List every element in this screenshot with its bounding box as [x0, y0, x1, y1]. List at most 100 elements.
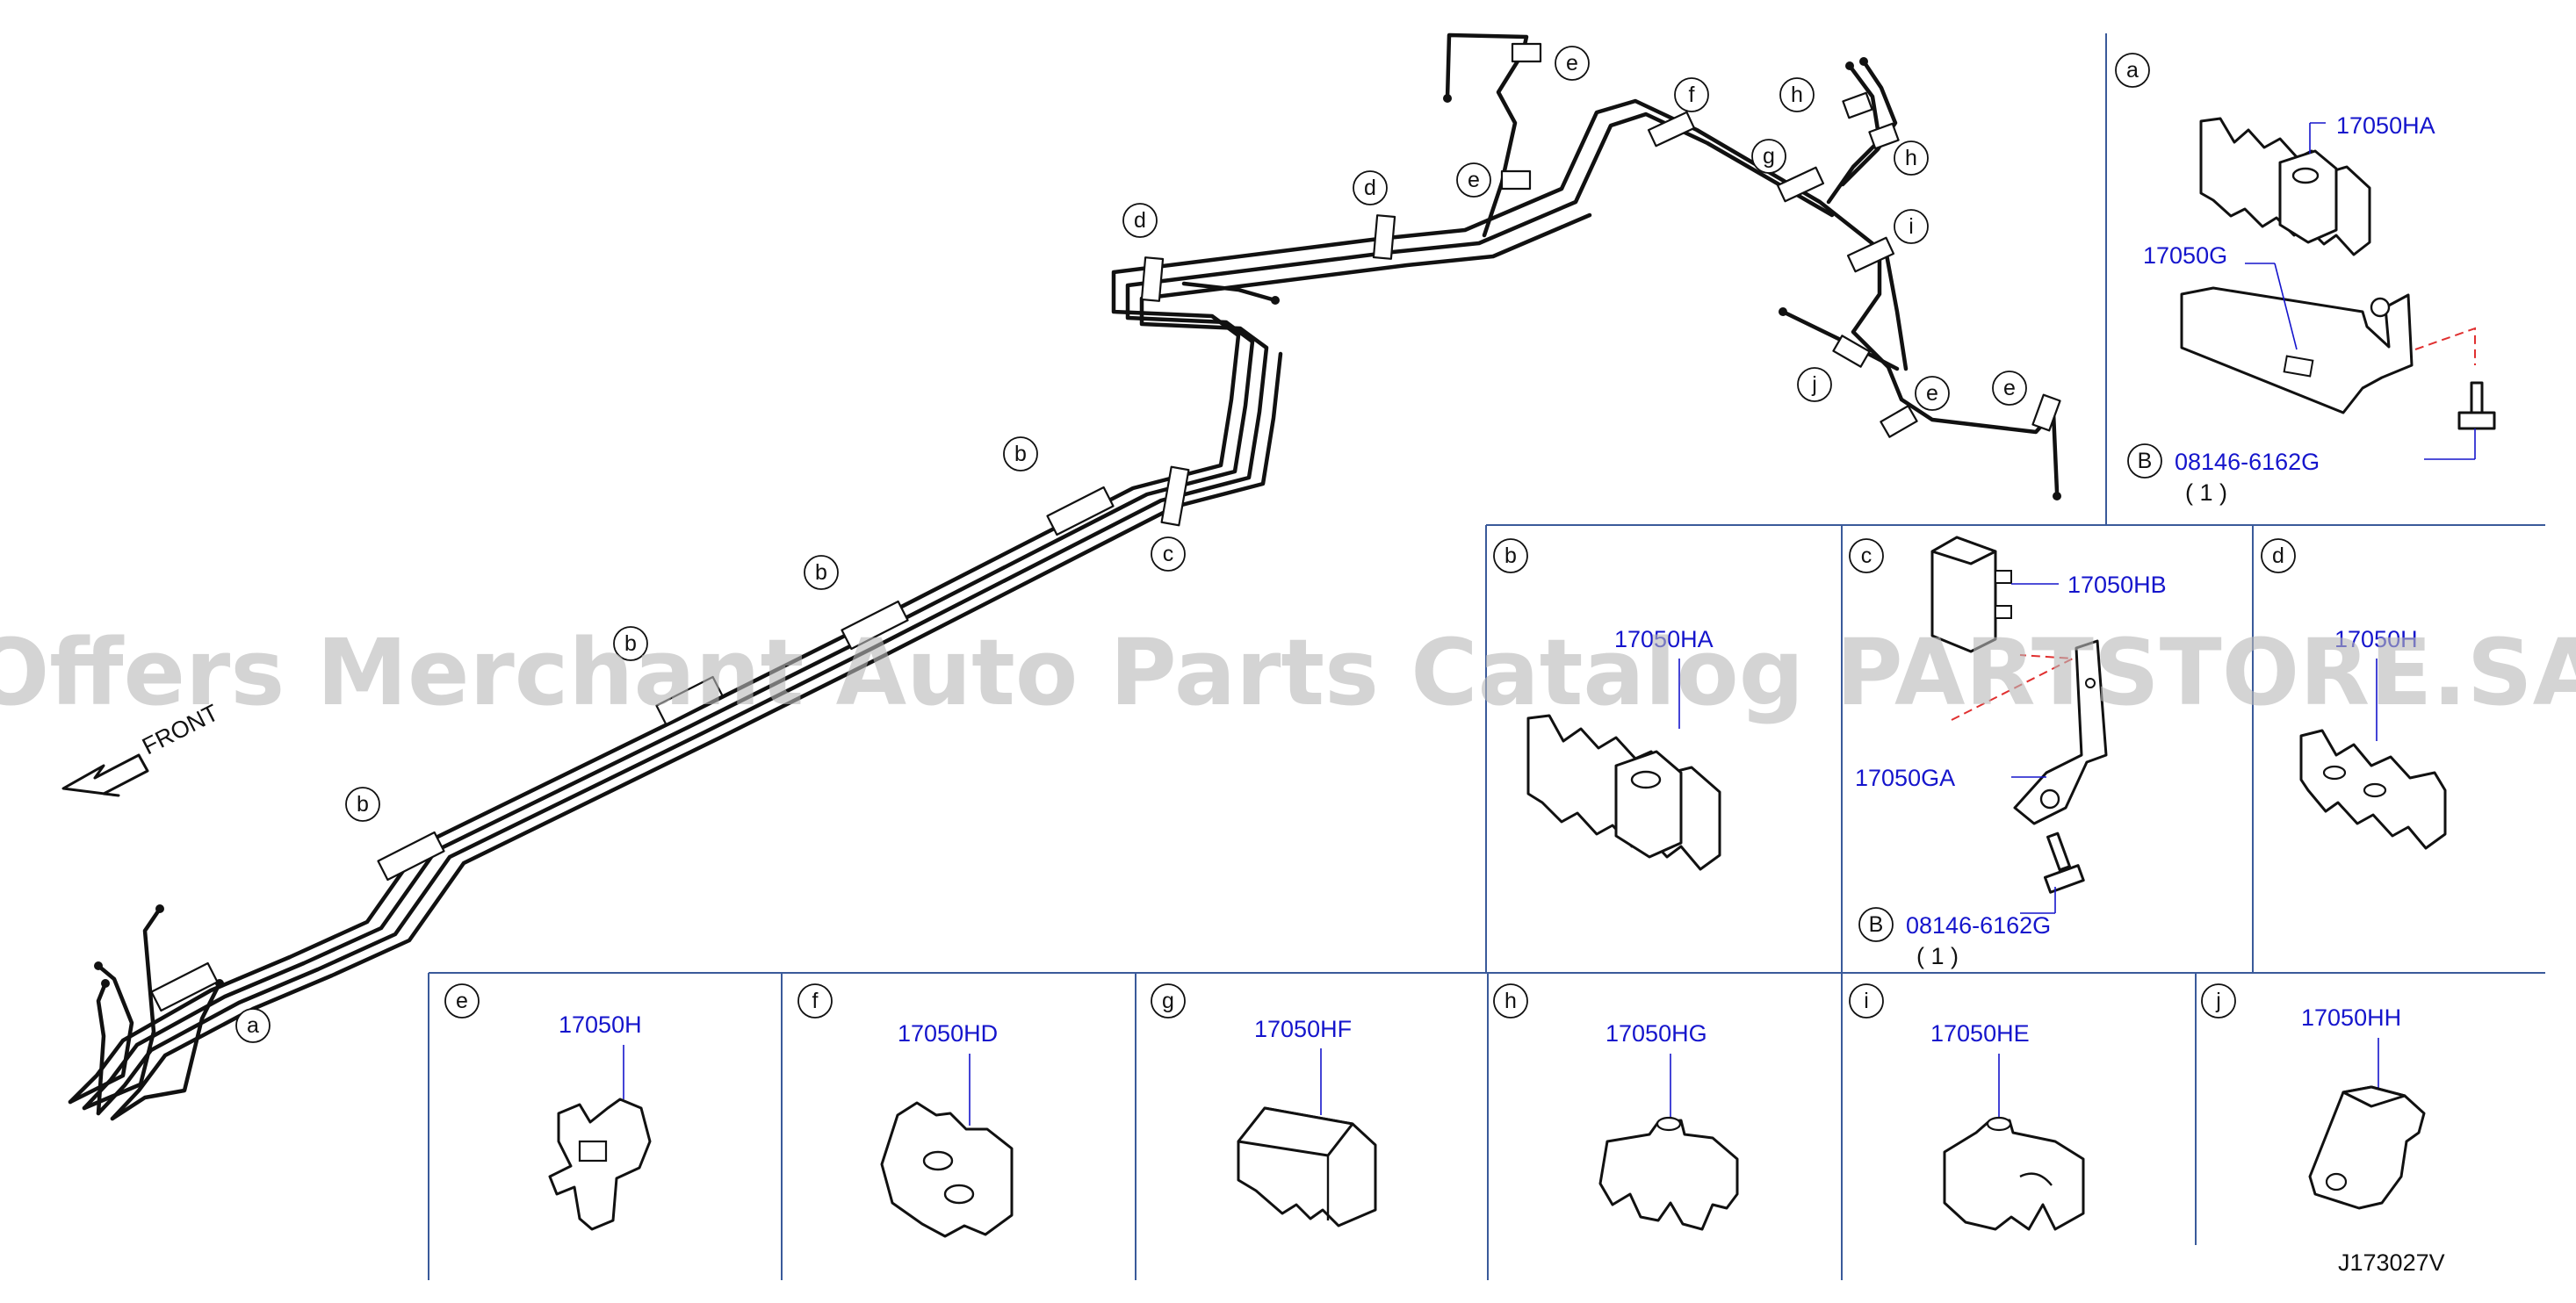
panel-j: j 17050HH [2201, 983, 2426, 1210]
panel-e-letter: e [444, 983, 480, 1019]
panel-f: f 17050HD [797, 983, 1014, 1238]
svg-text:b: b [357, 792, 369, 817]
bolt-marker-c: B [1858, 907, 1894, 942]
clip-17050ha-b-icon [1526, 714, 1721, 871]
svg-text:d: d [1134, 208, 1146, 233]
svg-text:( 1 ): ( 1 ) [1916, 943, 1959, 969]
callout-d-1: d [1122, 203, 1158, 238]
callout-i: i [1894, 209, 1929, 244]
svg-text:17050HF: 17050HF [1254, 1016, 1352, 1042]
svg-text:f: f [812, 989, 819, 1013]
svg-text:17050H: 17050H [559, 1011, 642, 1038]
clip-17050hd-icon [880, 1101, 1014, 1238]
clip-17050he-icon [1943, 1116, 2085, 1231]
panel-j-letter: j [2201, 983, 2236, 1019]
panel-h: h 17050HG [1493, 983, 1739, 1231]
svg-text:b: b [815, 560, 827, 585]
svg-text:B: B [1869, 912, 1884, 937]
watermark: Offers Merchant Auto Parts Catalog PARTS… [0, 619, 2576, 726]
panel-g: g 17050HF [1151, 983, 1377, 1227]
panel-i: i 17050HE [1849, 983, 2085, 1231]
brake-tube-assembly [68, 32, 2061, 1121]
svg-text:b: b [1504, 544, 1517, 568]
callout-c: c [1151, 536, 1186, 572]
svg-text:i: i [1909, 214, 1914, 239]
svg-text:j: j [2215, 989, 2221, 1013]
svg-text:17050G: 17050G [2143, 242, 2227, 269]
svg-text:17050HD: 17050HD [898, 1020, 998, 1047]
callout-b-3: b [804, 555, 839, 590]
callout-g: g [1751, 139, 1786, 174]
panel-g-letter: g [1151, 983, 1186, 1019]
panel-d-letter: d [2261, 538, 2296, 573]
svg-text:17050HA: 17050HA [1614, 626, 1714, 652]
panel-f-letter: f [797, 983, 833, 1019]
svg-text:17050HE: 17050HE [1930, 1020, 2030, 1047]
callout-e-3: e [1915, 376, 1950, 411]
bracket-17050g-icon [2180, 286, 2414, 414]
clip-17050hb-icon [1930, 536, 2012, 653]
panel-e: e 17050H [444, 983, 652, 1231]
callout-b-4: b [1003, 436, 1038, 472]
panel-d: d 17050H [2261, 538, 2447, 850]
callout-e-4: e [1992, 371, 2027, 406]
svg-text:17050HG: 17050HG [1605, 1020, 1707, 1047]
svg-text:17050GA: 17050GA [1855, 765, 1955, 791]
callout-e-1: e [1555, 46, 1590, 81]
svg-text:f: f [1689, 83, 1695, 107]
svg-text:c: c [1163, 542, 1174, 566]
svg-text:h: h [1504, 989, 1517, 1013]
callout-b-2: b [613, 626, 648, 661]
panel-a: a 17050HA 17050G B 08146-6162G ( 1 ) [2115, 53, 2496, 506]
svg-text:a: a [2126, 58, 2139, 83]
panel-i-letter: i [1849, 983, 1884, 1019]
svg-text:d: d [1364, 176, 1376, 200]
clip-17050h-e-icon [548, 1098, 652, 1231]
clip-17050ha-icon [2199, 117, 2371, 256]
panel-c: c 17050HB 17050GA B 08146-6162G ( 1 ) [1849, 536, 2167, 969]
svg-text:h: h [1905, 146, 1917, 170]
svg-text:e: e [1468, 168, 1480, 192]
callout-j: j [1797, 367, 1832, 402]
bolt-icon [2457, 381, 2496, 430]
svg-text:a: a [247, 1013, 259, 1038]
svg-text:b: b [1014, 442, 1027, 466]
svg-text:17050HB: 17050HB [2067, 572, 2167, 598]
panel-h-letter: h [1493, 983, 1528, 1019]
svg-text:j: j [1811, 372, 1817, 397]
svg-text:17050HA: 17050HA [2336, 112, 2435, 139]
callout-a: a [235, 1008, 271, 1043]
panel-a-letter: a [2115, 53, 2150, 88]
svg-text:h: h [1791, 83, 1803, 107]
svg-text:i: i [1864, 989, 1869, 1013]
panel-b: b 17050HA [1493, 538, 1721, 871]
svg-text:17050HH: 17050HH [2301, 1004, 2401, 1031]
svg-text:g: g [1763, 144, 1775, 169]
callout-h-2: h [1894, 140, 1929, 176]
svg-text:e: e [1566, 51, 1578, 76]
callout-f: f [1674, 77, 1709, 112]
svg-text:08146-6162G: 08146-6162G [1906, 912, 2051, 939]
tube-clips [150, 42, 2061, 1012]
callout-h-1: h [1779, 77, 1815, 112]
panel-frames [428, 33, 2545, 1280]
svg-text:B: B [2138, 449, 2153, 473]
main-callouts: a b b b b c d d e e e e f g h h i j [235, 46, 2027, 1043]
bracket-17050ga-icon [2013, 639, 2108, 825]
callout-b-1: b [345, 787, 380, 822]
clip-17050hh-icon [2308, 1085, 2426, 1210]
svg-text:d: d [2272, 544, 2284, 568]
panel-b-letter: b [1493, 538, 1528, 573]
clip-17050hf-icon [1237, 1106, 1377, 1227]
svg-text:c: c [1861, 544, 1872, 568]
bolt-c-icon [2043, 831, 2085, 894]
svg-text:( 1 ): ( 1 ) [2185, 479, 2227, 506]
callout-e-2: e [1456, 162, 1491, 198]
svg-text:08146-6162G: 08146-6162G [2175, 449, 2320, 475]
svg-text:e: e [456, 989, 468, 1013]
svg-text:17050H: 17050H [2334, 626, 2418, 652]
svg-text:e: e [1926, 381, 1938, 406]
callout-d-2: d [1353, 170, 1388, 205]
panel-c-letter: c [1849, 538, 1884, 573]
